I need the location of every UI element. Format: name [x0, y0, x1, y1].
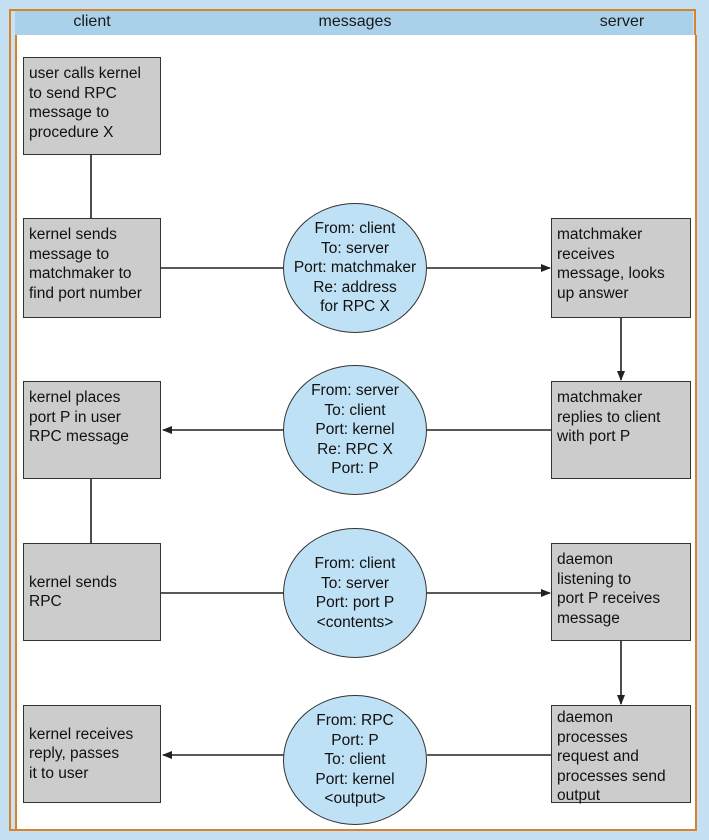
- client-step-label: user calls kernel to send RPC message to…: [29, 65, 141, 141]
- client-step-kernel-receives-reply: kernel receives reply, passes it to user: [23, 705, 161, 803]
- column-title-messages: messages: [318, 13, 392, 30]
- server-step-label: daemon processes request and processes s…: [557, 709, 666, 804]
- message-circle-3: From: client To: server Port: port P <co…: [283, 528, 427, 658]
- client-step-label: kernel sends RPC: [29, 573, 117, 611]
- server-step-matchmaker-replies: matchmaker replies to client with port P: [551, 381, 691, 479]
- client-step-kernel-sends-message: kernel sends message to matchmaker to fi…: [23, 218, 161, 318]
- server-step-matchmaker-receives: matchmaker receives message, looks up an…: [551, 218, 691, 318]
- server-step-label: daemon listening to port P receives mess…: [557, 551, 661, 627]
- client-step-user-calls-kernel: user calls kernel to send RPC message to…: [23, 57, 161, 155]
- message-circle-2: From: server To: client Port: kernel Re:…: [283, 365, 427, 495]
- server-step-label: matchmaker receives message, looks up an…: [557, 226, 665, 302]
- column-title-server: server: [599, 13, 645, 30]
- client-step-label: kernel sends message to matchmaker to fi…: [29, 226, 142, 302]
- message-circle-4: From: RPC Port: P To: client Port: kerne…: [283, 695, 427, 825]
- server-step-daemon-listening: daemon listening to port P receives mess…: [551, 543, 691, 641]
- server-step-daemon-processes: daemon processes request and processes s…: [551, 705, 691, 804]
- column-header-bar: [15, 11, 693, 35]
- client-step-kernel-places-port: kernel places port P in user RPC message: [23, 381, 161, 479]
- client-step-label: kernel places port P in user RPC message: [29, 389, 129, 445]
- client-step-kernel-sends-rpc: kernel sends RPC: [23, 543, 161, 641]
- column-title-client: client: [73, 13, 111, 30]
- server-step-label: matchmaker replies to client with port P: [557, 389, 661, 445]
- message-circle-1: From: client To: server Port: matchmaker…: [283, 203, 427, 333]
- client-step-label: kernel receives reply, passes it to user: [29, 725, 134, 782]
